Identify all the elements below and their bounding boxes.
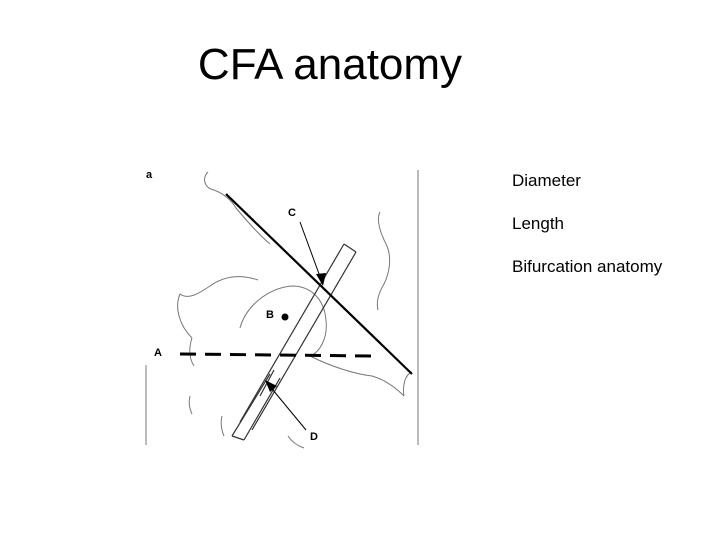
- diagonal-reference-line: [225, 193, 413, 375]
- arrow-d-head: [265, 380, 277, 392]
- arrow-c-head: [316, 273, 326, 286]
- bifurcation-branches: [231, 369, 281, 441]
- anatomy-outline: [145, 170, 419, 449]
- bullet-length: Length: [512, 214, 564, 233]
- femoral-artery: [239, 243, 357, 431]
- label-c: C: [288, 207, 296, 219]
- arrow-d: [267, 383, 307, 431]
- bullet-diameter: Diameter: [512, 171, 581, 190]
- label-a-lower: a: [146, 169, 153, 181]
- label-d: D: [310, 431, 318, 443]
- label-a-upper: A: [154, 347, 162, 359]
- label-b: B: [266, 309, 274, 321]
- bullet-bifurcation-anatomy: Bifurcation anatomy: [512, 257, 663, 276]
- point-b: [281, 313, 289, 321]
- slide-title: CFA anatomy: [197, 40, 463, 89]
- cfa-anatomy-diagram: a C B A D: [145, 169, 419, 449]
- arrow-c: [299, 221, 323, 283]
- bullet-list: Diameter Length Bifurcation anatomy: [512, 170, 662, 299]
- line-a-dashed: [179, 352, 373, 358]
